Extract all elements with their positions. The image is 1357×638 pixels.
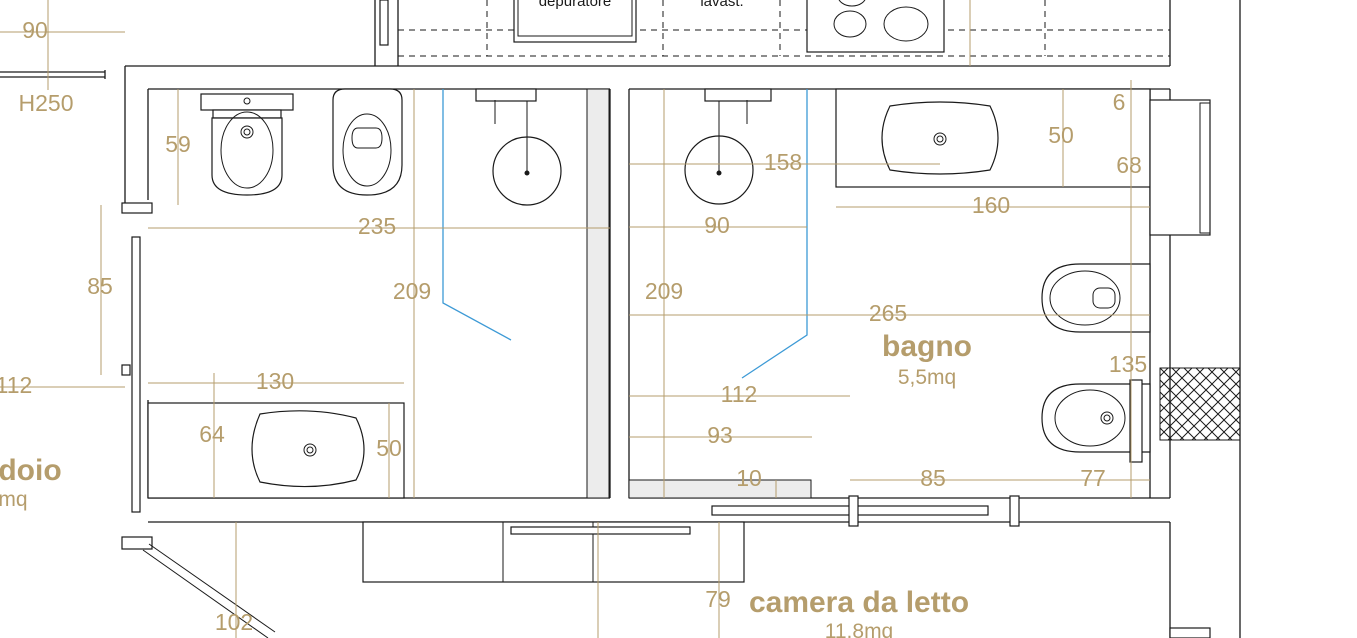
dim-59: 59 — [165, 131, 191, 157]
lavastoviglie-label: lavast. — [700, 0, 743, 10]
room-name-left: doio — [0, 454, 62, 487]
dim-209-a: 209 — [393, 278, 431, 304]
room-labels: bagno 5,5mq camera da letto 11,8mq doio … — [0, 330, 972, 638]
dim-77: 77 — [1080, 465, 1106, 491]
room-area-camera: 11,8mq — [825, 620, 894, 638]
dim-50-b: 50 — [1048, 122, 1074, 148]
dim-112-left: 112 — [0, 372, 32, 398]
bedroom-furniture — [362, 521, 1211, 638]
dim-64: 64 — [199, 421, 225, 447]
depuratore-label: depuratore — [539, 0, 612, 10]
dim-79: 79 — [705, 586, 731, 612]
dim-85-left: 85 — [87, 273, 113, 299]
left-bathroom — [121, 88, 610, 638]
room-area-left: mq — [0, 488, 28, 511]
dim-102: 102 — [215, 609, 253, 635]
dimension-labels: 90 H250 59 85 112 235 209 130 64 50 102 … — [0, 17, 1147, 635]
dim-90-b: 90 — [704, 212, 730, 238]
room-area-bagno: 5,5mq — [898, 366, 956, 389]
dim-209-b: 209 — [645, 278, 683, 304]
dim-50-a: 50 — [376, 435, 402, 461]
dim-68: 68 — [1116, 152, 1142, 178]
dim-160: 160 — [972, 192, 1010, 218]
dim-93: 93 — [707, 422, 733, 448]
dim-135: 135 — [1109, 351, 1147, 377]
dim-6: 6 — [1113, 89, 1126, 115]
dim-265: 265 — [869, 300, 907, 326]
room-name-bagno: bagno — [882, 330, 972, 363]
kitchen-counter — [398, 0, 1170, 57]
bagno-fixtures — [628, 88, 1241, 527]
dim-h250: H250 — [19, 90, 74, 116]
dimension-lines — [0, 0, 1150, 638]
dim-130: 130 — [256, 368, 294, 394]
dim-235: 235 — [358, 213, 396, 239]
room-name-camera: camera da letto — [749, 586, 969, 619]
dim-112-b: 112 — [721, 381, 758, 407]
dim-10: 10 — [736, 465, 762, 491]
dim-90-top: 90 — [22, 17, 48, 43]
dim-85-b: 85 — [920, 465, 946, 491]
dim-158: 158 — [764, 149, 802, 175]
